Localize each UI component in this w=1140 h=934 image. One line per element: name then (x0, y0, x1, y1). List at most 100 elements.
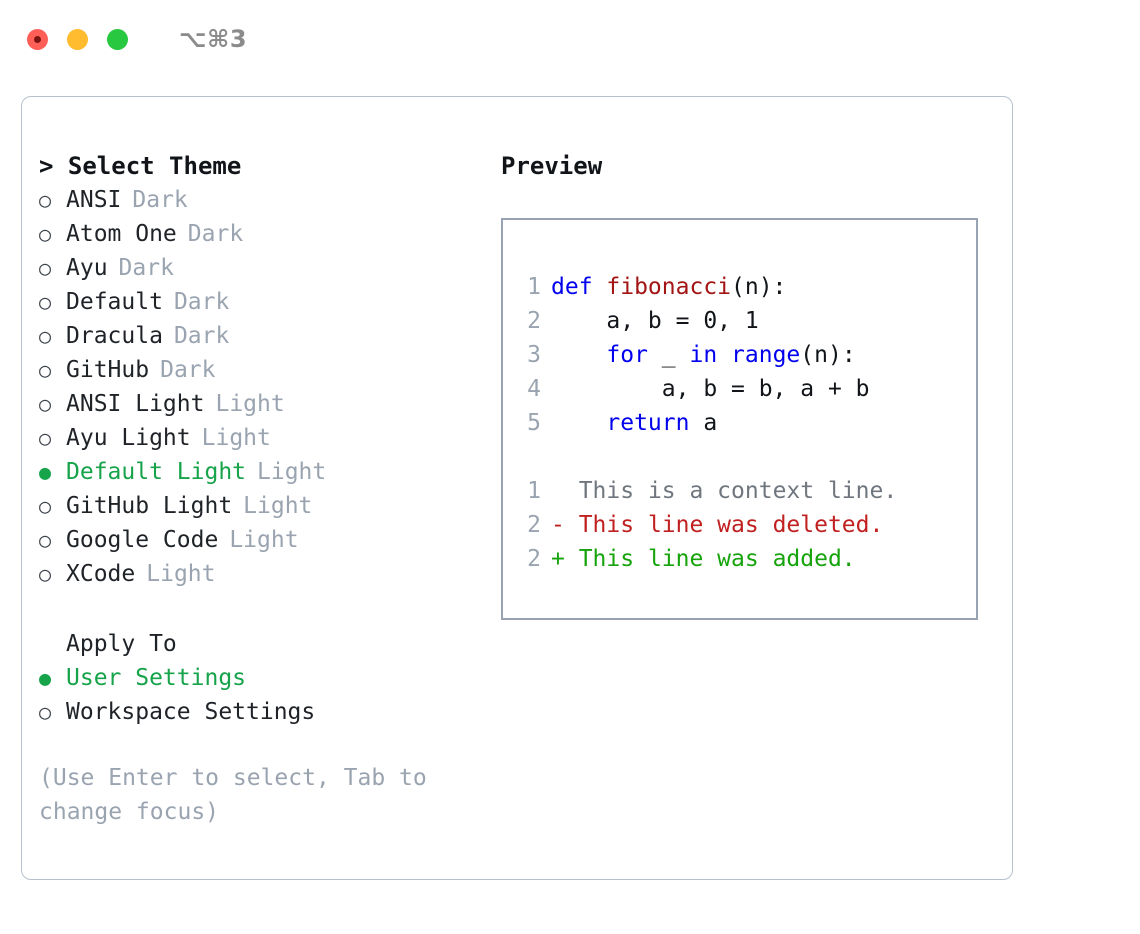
theme-name-label: Default Light (66, 459, 247, 485)
section-spacer (39, 591, 479, 627)
code-token: for (606, 342, 648, 368)
theme-kind-label: Light (201, 425, 271, 451)
radio-unselected-icon: ○ (39, 426, 52, 450)
title-bar: ⌥⌘3 (0, 0, 1140, 78)
theme-kind-label: Light (146, 561, 216, 587)
line-number: 2 (527, 308, 541, 334)
diff-line: 2- This line was deleted. (517, 508, 976, 542)
radio-unselected-icon: ○ (39, 222, 52, 246)
close-button[interactable] (27, 28, 48, 50)
select-theme-heading: > Select Theme (39, 152, 242, 180)
theme-name-label: Default (66, 289, 163, 315)
code-token: in (689, 342, 718, 368)
theme-name-label: Dracula (66, 323, 163, 349)
radio-selected-icon: ● (39, 666, 52, 690)
code-token: + (551, 546, 565, 572)
code-line: 5 return a (517, 406, 976, 440)
code-token (551, 338, 606, 372)
radio-unselected-icon: ○ (39, 700, 52, 724)
diff-line: 2 + This line was added. (517, 542, 976, 576)
line-number: 3 (527, 342, 541, 368)
code-token: range (731, 342, 801, 368)
radio-unselected-icon: ○ (39, 358, 52, 382)
code-token: This line was deleted. (564, 512, 884, 538)
window-controls (27, 28, 128, 50)
line-number: 2 (527, 546, 541, 572)
code-token: - (551, 512, 565, 538)
theme-name-label: Ayu (66, 255, 108, 281)
theme-list-item[interactable]: ○ GitHub Dark (39, 353, 479, 387)
theme-name-label: XCode (66, 561, 136, 587)
theme-list-item[interactable]: ○ Atom One Dark (39, 217, 479, 251)
radio-unselected-icon: ○ (39, 324, 52, 348)
theme-kind-label: Dark (160, 357, 216, 383)
preview-heading: Preview (501, 152, 603, 180)
theme-list-item[interactable]: ● Default Light Light (39, 455, 479, 489)
code-token: fibonacci (606, 274, 732, 300)
theme-list-item[interactable]: ○ Ayu Dark (39, 251, 479, 285)
apply-to-label: User Settings (66, 665, 247, 691)
radio-unselected-icon: ○ (39, 494, 52, 518)
minimize-button[interactable] (67, 28, 88, 50)
code-token (551, 474, 565, 508)
theme-list-item[interactable]: ○ ANSI Light Light (39, 387, 479, 421)
theme-list-item[interactable]: ○ Default Dark (39, 285, 479, 319)
keyboard-shortcut-label: ⌥⌘3 (179, 25, 248, 53)
apply-to-heading: Apply To (66, 631, 177, 657)
code-token: a, b = b, a + b (551, 376, 870, 402)
theme-list-item[interactable]: ○ Ayu Light Light (39, 421, 479, 455)
theme-kind-label: Dark (118, 255, 174, 281)
apply-to-item[interactable]: ○ Workspace Settings (39, 695, 479, 729)
theme-name-label: ANSI (66, 187, 122, 213)
code-line: 4 a, b = b, a + b (517, 372, 976, 406)
theme-name-label: GitHub (66, 357, 150, 383)
theme-kind-label: Dark (132, 187, 188, 213)
theme-kind-label: Dark (173, 323, 230, 349)
theme-kind-label: Light (229, 527, 299, 553)
code-token: (n): (731, 274, 787, 300)
theme-name-label: Atom One (66, 221, 177, 247)
diff-line: 1 This is a context line. (517, 474, 976, 508)
theme-name-label: Ayu Light (66, 425, 191, 451)
line-number: 4 (527, 376, 541, 402)
code-line: 2 a, b = 0, 1 (517, 304, 976, 338)
maximize-button[interactable] (107, 28, 128, 50)
code-token: a (689, 410, 718, 436)
theme-kind-label: Light (257, 459, 327, 485)
theme-list-item[interactable]: ○ ANSI Dark (39, 183, 479, 217)
apply-to-label: Workspace Settings (66, 699, 316, 725)
theme-kind-label: Light (215, 391, 285, 417)
apply-to-item[interactable]: ● User Settings (39, 661, 479, 695)
code-token: This line was added. (564, 546, 856, 572)
code-token: a, b = 0, 1 (551, 308, 759, 334)
theme-list-item[interactable]: ○ XCode Light (39, 557, 479, 591)
theme-name-label: ANSI Light (66, 391, 205, 417)
apply-to-list[interactable]: ● User Settings ○ Workspace Settings (39, 661, 479, 729)
theme-kind-label: Dark (187, 221, 244, 247)
code-token: return (606, 410, 690, 436)
radio-selected-icon: ● (39, 460, 52, 484)
radio-unselected-icon: ○ (39, 290, 52, 314)
code-token (717, 338, 731, 372)
line-number: 5 (527, 410, 541, 436)
theme-name-label: Google Code (66, 527, 219, 553)
theme-kind-label: Dark (173, 289, 230, 315)
line-number: 2 (527, 512, 541, 538)
theme-list-item[interactable]: ○ Dracula Dark (39, 319, 479, 353)
radio-unselected-icon: ○ (39, 256, 52, 280)
radio-unselected-icon: ○ (39, 188, 52, 212)
radio-unselected-icon: ○ (39, 392, 52, 416)
code-line: 3 for _ in range(n): (517, 338, 976, 372)
code-token (551, 406, 606, 440)
radio-unselected-icon: ○ (39, 562, 52, 586)
line-number: 1 (527, 478, 541, 504)
